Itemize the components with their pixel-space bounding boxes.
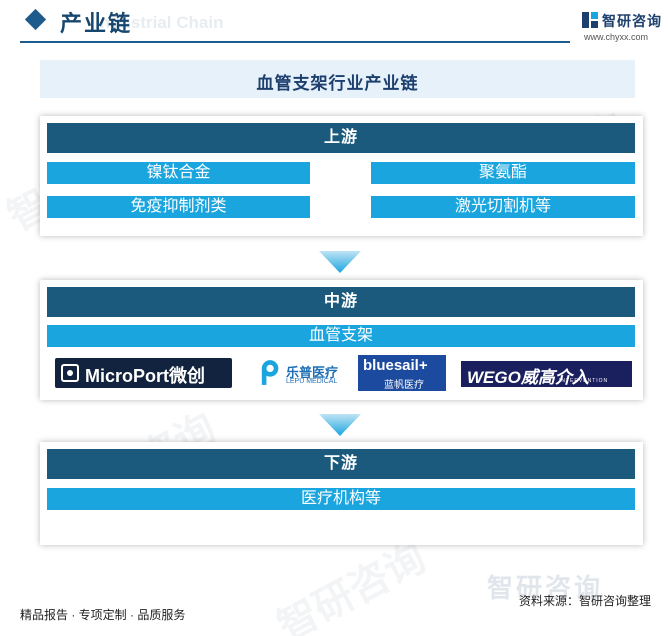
company-logo-bluesail: bluesail+ 蓝帆医疗	[358, 355, 446, 391]
upstream-item: 聚氨酯	[371, 162, 635, 184]
company-name: WEGO威高介入	[467, 368, 589, 387]
downstream-header: 下游	[47, 449, 635, 479]
company-logo-microport: MicroPort微创	[55, 358, 232, 388]
upstream-item: 免疫抑制剂类	[47, 196, 310, 218]
brand-logo-name: 智研咨询	[602, 13, 662, 29]
footer-source: 资料来源：智研咨询整理	[519, 594, 652, 608]
company-name: MicroPort微创	[85, 366, 206, 386]
down-arrow-icon	[319, 414, 361, 436]
chart-title: 血管支架行业产业链	[256, 74, 419, 93]
microport-mark-icon	[61, 364, 79, 382]
header-divider	[20, 41, 570, 43]
company-name: 乐普医疗	[286, 365, 339, 380]
brand-logo-url: www.chyxx.com	[584, 32, 649, 42]
upstream-panel: 上游 镍钛合金 聚氨酯 免疫抑制剂类 激光切割机等	[40, 116, 643, 236]
lepu-mark-icon	[261, 360, 279, 385]
footer-watermark: 智研咨询	[487, 573, 604, 603]
down-arrow-icon	[319, 251, 361, 273]
footer-slogan: 精品报告 · 专项定制 · 品质服务	[20, 608, 186, 622]
brand-logo: 智研咨询 www.chyxx.com	[582, 10, 668, 44]
chart-title-band: 血管支架行业产业链	[40, 60, 635, 98]
header-watermark-en: Industrial Chain	[95, 13, 224, 32]
downstream-panel: 下游 医疗机构等	[40, 442, 643, 545]
company-sub: INTERVENTION	[559, 378, 609, 384]
midstream-panel: 中游 血管支架 MicroPort微创 乐普医疗 LEPU MEDICAL bl…	[40, 280, 643, 400]
midstream-item: 血管支架	[47, 325, 635, 347]
page-title: 产业链	[60, 11, 133, 36]
chyxx-logo-icon	[582, 12, 598, 28]
downstream-item: 医疗机构等	[47, 488, 635, 510]
upstream-header: 上游	[47, 123, 635, 153]
company-logo-lepu: 乐普医疗 LEPU MEDICAL	[260, 358, 342, 390]
page-header: 产业链 Industrial Chain 智研咨询 www.chyxx.com	[0, 0, 670, 46]
company-logo-wego: WEGO威高介入 INTERVENTION	[461, 361, 632, 387]
company-sub: 蓝帆医疗	[384, 380, 424, 391]
midstream-header: 中游	[47, 287, 635, 317]
company-name: bluesail+	[363, 357, 428, 374]
company-sub: LEPU MEDICAL	[286, 378, 338, 385]
upstream-item: 激光切割机等	[371, 196, 635, 218]
upstream-item: 镍钛合金	[47, 162, 310, 184]
diamond-icon	[24, 8, 47, 31]
